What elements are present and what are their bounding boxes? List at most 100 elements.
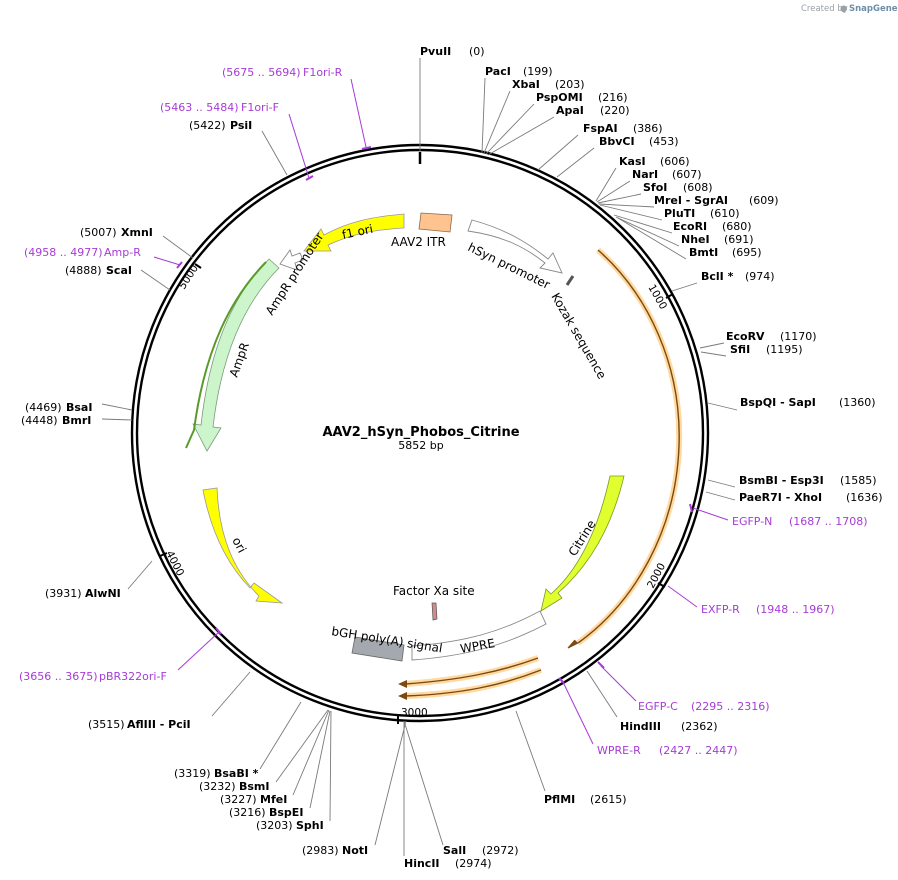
site-fspai[interactable]: FspAI(386) xyxy=(583,122,663,135)
site-apai[interactable]: ApaI (220) xyxy=(556,104,630,117)
site-xbai[interactable]: XbaI(203) xyxy=(512,78,585,91)
site-paci[interactable]: PacI(199) xyxy=(485,65,553,78)
primer-f1ori-f[interactable]: (5463 .. 5484)F1ori-F xyxy=(160,101,279,114)
site-alwni[interactable]: (3931)AlwNI xyxy=(45,587,121,600)
site-mfei[interactable]: (3227)MfeI xyxy=(220,793,287,806)
site-afliii-pcii[interactable]: (3515)AflIII - PciI xyxy=(88,718,191,731)
svg-text:(3227): (3227) xyxy=(220,793,257,806)
site-nhei[interactable]: NheI(691) xyxy=(681,233,754,246)
factor-xa-label: Factor Xa site xyxy=(393,584,475,598)
svg-text:NheI: NheI xyxy=(681,233,710,246)
svg-text:BsmI: BsmI xyxy=(239,780,270,793)
svg-text:(5675 .. 5694): (5675 .. 5694) xyxy=(222,66,301,79)
svg-text:BspEI: BspEI xyxy=(269,806,303,819)
svg-text:SfoI: SfoI xyxy=(643,181,667,194)
svg-text:(199): (199) xyxy=(523,65,553,78)
wpre-label: WPRE xyxy=(459,636,496,656)
svg-text:(606): (606) xyxy=(660,155,690,168)
site-sphi[interactable]: (3203)SphI xyxy=(256,819,324,832)
site-mrei-sgrai[interactable]: MreI - SgrAI(609) xyxy=(654,194,779,207)
svg-text:(4469): (4469) xyxy=(25,401,62,414)
site-sali[interactable]: SalI(2972) xyxy=(443,844,519,857)
svg-text:(386): (386) xyxy=(633,122,663,135)
site-sfii[interactable]: SfiI(1195) xyxy=(730,343,803,356)
svg-text:(1687 .. 1708): (1687 .. 1708) xyxy=(789,515,868,528)
kozak-feature[interactable] xyxy=(565,275,575,286)
aav2-itr-label: AAV2 ITR xyxy=(391,235,446,249)
ori-feature[interactable] xyxy=(202,487,284,604)
svg-text:(5463 .. 5484): (5463 .. 5484) xyxy=(160,101,239,114)
site-kasi[interactable]: KasI (606) xyxy=(619,155,690,168)
site-bmti[interactable]: BmtI(695) xyxy=(689,246,762,259)
svg-text:(3232): (3232) xyxy=(199,780,236,793)
svg-text:(4888): (4888) xyxy=(65,264,102,277)
site-pflmi[interactable]: PflMI(2615) xyxy=(544,793,627,806)
svg-text:(1195): (1195) xyxy=(766,343,803,356)
svg-text:(220): (220) xyxy=(600,104,630,117)
bgh-polya-feature[interactable] xyxy=(351,636,405,662)
site-pspomi[interactable]: PspOMI(216) xyxy=(536,91,628,104)
primer-egfp-n[interactable]: EGFP-N(1687 .. 1708) xyxy=(732,515,868,528)
primer-wpre-r[interactable]: WPRE-R(2427 .. 2447) xyxy=(597,744,738,757)
wpre-feature[interactable] xyxy=(411,610,547,661)
primer-pbr322ori-f[interactable]: (3656 .. 3675)pBR322ori-F xyxy=(19,670,167,683)
site-bsabi[interactable]: (3319)BsaBI * xyxy=(174,767,259,780)
svg-text:NotI: NotI xyxy=(342,844,368,857)
svg-text:(2295 .. 2316): (2295 .. 2316) xyxy=(691,700,770,713)
site-bsmbi-esp3i[interactable]: BsmBI - Esp3I(1585) xyxy=(739,474,877,487)
svg-text:(1360): (1360) xyxy=(839,396,876,409)
hsyn-promoter-feature[interactable] xyxy=(467,219,563,274)
site-nari[interactable]: NarI (607) xyxy=(632,168,702,181)
site-ecorv[interactable]: EcoRV(1170) xyxy=(726,330,817,343)
f1-ori-feature[interactable] xyxy=(303,213,405,252)
site-xmni[interactable]: (5007)XmnI xyxy=(80,226,153,239)
svg-text:SalI: SalI xyxy=(443,844,466,857)
svg-text:(680): (680) xyxy=(722,220,752,233)
svg-text:KasI: KasI xyxy=(619,155,646,168)
primer-leader-lines xyxy=(153,78,729,745)
primer-exfp-r[interactable]: EXFP-R(1948 .. 1967) xyxy=(701,603,835,616)
ampr-promoter-feature[interactable] xyxy=(279,249,304,271)
svg-text:XbaI: XbaI xyxy=(512,78,540,91)
svg-text:(3216): (3216) xyxy=(229,806,266,819)
site-bcli[interactable]: BclI *(974) xyxy=(701,270,775,283)
primer-f1ori-r[interactable]: (5675 .. 5694)F1ori-R xyxy=(222,66,343,79)
site-paer7i-xhoi[interactable]: PaeR7I - XhoI(1636) xyxy=(739,491,883,504)
site-scai[interactable]: (4888)ScaI xyxy=(65,264,132,277)
site-hincii[interactable]: HincII(2974) xyxy=(404,857,492,870)
site-pvuii[interactable]: PvuII(0) xyxy=(420,45,485,58)
site-bsai[interactable]: (4469)BsaI xyxy=(25,401,92,414)
site-bspqi-sapi[interactable]: BspQI - SapI (1360) xyxy=(740,396,876,409)
primer-egfp-c[interactable]: EGFP-C(2295 .. 2316) xyxy=(638,700,770,713)
tick-4000 xyxy=(159,552,168,557)
svg-text:HincII: HincII xyxy=(404,857,440,870)
svg-text:BclI *: BclI * xyxy=(701,270,734,283)
site-bmri[interactable]: (4448)BmrI xyxy=(21,414,91,427)
svg-text:BspQI - SapI: BspQI - SapI xyxy=(740,396,816,409)
svg-text:ApaI: ApaI xyxy=(556,104,584,117)
svg-text:Amp-R: Amp-R xyxy=(104,246,141,259)
tick-2000 xyxy=(657,582,666,588)
site-bspei[interactable]: (3216)BspEI xyxy=(229,806,303,819)
site-pluti[interactable]: PluTI(610) xyxy=(664,207,740,220)
site-bbvci[interactable]: BbvCI(453) xyxy=(599,135,679,148)
site-sfoi[interactable]: SfoI(608) xyxy=(643,181,713,194)
site-noti[interactable]: (2983)NotI xyxy=(302,844,368,857)
site-psii[interactable]: (5422)PsiI xyxy=(189,119,252,132)
citrine-orf-line xyxy=(577,249,680,644)
svg-text:NarI: NarI xyxy=(632,168,658,181)
site-hindiii[interactable]: HindIII(2362) xyxy=(620,720,718,733)
tick-5000 xyxy=(194,263,202,269)
factor-xa-feature[interactable] xyxy=(431,602,438,621)
svg-text:(2362): (2362) xyxy=(681,720,718,733)
svg-text:SphI: SphI xyxy=(296,819,324,832)
tick-label-4000: 4000 xyxy=(163,549,186,578)
plasmid-name: AAV2_hSyn_Phobos_Citrine xyxy=(322,425,519,440)
citrine-feature[interactable] xyxy=(540,475,625,612)
site-ecori[interactable]: EcoRI(680) xyxy=(673,220,752,233)
svg-text:(607): (607) xyxy=(672,168,702,181)
svg-text:BsmBI - Esp3I: BsmBI - Esp3I xyxy=(739,474,824,487)
aav2-itr-feature[interactable] xyxy=(418,212,453,233)
site-bsmi[interactable]: (3232)BsmI xyxy=(199,780,270,793)
primer-amp-r[interactable]: (4958 .. 4977)Amp-R xyxy=(24,246,141,259)
